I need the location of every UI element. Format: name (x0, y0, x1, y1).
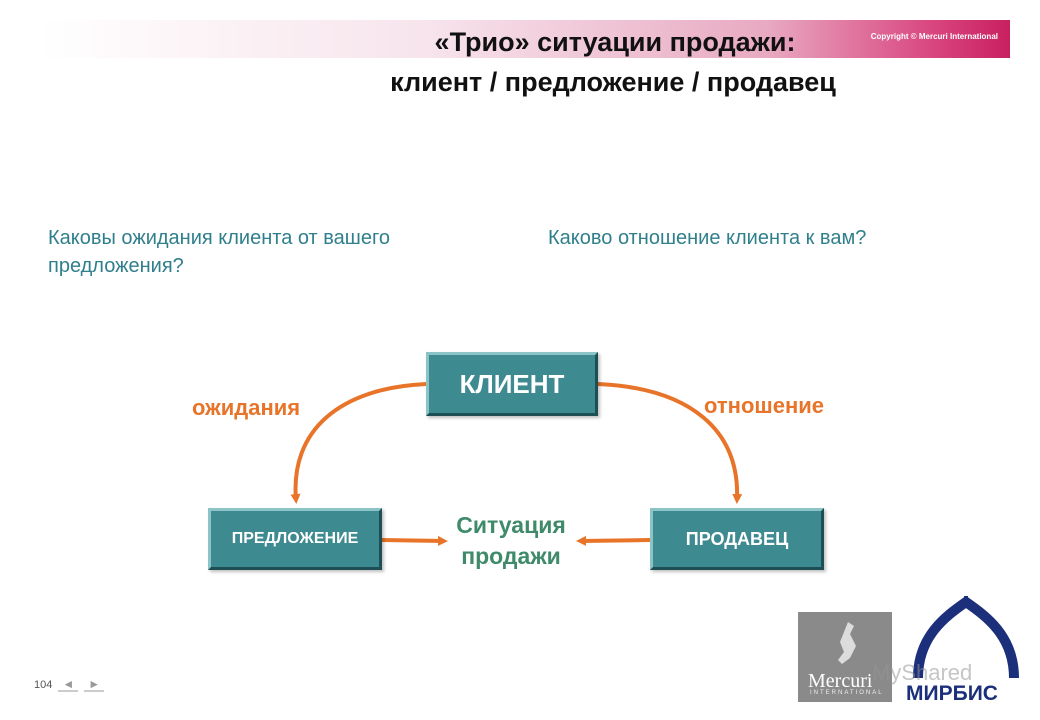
node-client[interactable]: КЛИЕНТ (426, 352, 598, 416)
mercuri-logo-text: Mercuri (808, 670, 873, 692)
prev-arrow-icon[interactable]: ◄ (58, 678, 79, 692)
question-expectations: Каковы ожидания клиента от вашего предло… (48, 227, 390, 277)
question-attitude: Каково отношение клиента к вам? (548, 227, 867, 249)
mirbis-logo: МИРБИС (906, 596, 1030, 708)
node-seller[interactable]: ПРОДАВЕЦ (650, 508, 824, 570)
header-band (40, 20, 1010, 58)
page-number: 104 (34, 679, 53, 691)
page-subtitle: клиент / предложение / продавец (390, 67, 836, 97)
arrow-client-to-offer (290, 382, 427, 504)
mercury-figure-icon (838, 622, 856, 664)
mercuri-logo: Mercuri INTERNATIONAL (798, 612, 892, 702)
watermark: MyShared (872, 660, 973, 685)
slide-navigation: 104 ◄ ► (34, 678, 105, 692)
page-title: «Трио» ситуации продажи: (434, 27, 796, 57)
mirbis-logo-text: МИРБИС (906, 682, 998, 705)
dome-icon (913, 596, 1019, 679)
arrow-seller-to-situation (576, 535, 651, 546)
next-arrow-icon[interactable]: ► (84, 678, 105, 692)
label-expectations: ожидания (192, 395, 301, 420)
mercuri-logo-subtext: INTERNATIONAL (810, 690, 884, 696)
arrow-offer-to-situation (381, 535, 448, 546)
label-attitude: отношение (704, 393, 825, 418)
copyright-text: Copyright © Mercuri International (870, 32, 998, 41)
label-sales-situation: Ситуация продажи (456, 512, 566, 569)
node-offer[interactable]: ПРЕДЛОЖЕНИЕ (208, 508, 382, 570)
arrow-client-to-seller (597, 382, 743, 504)
